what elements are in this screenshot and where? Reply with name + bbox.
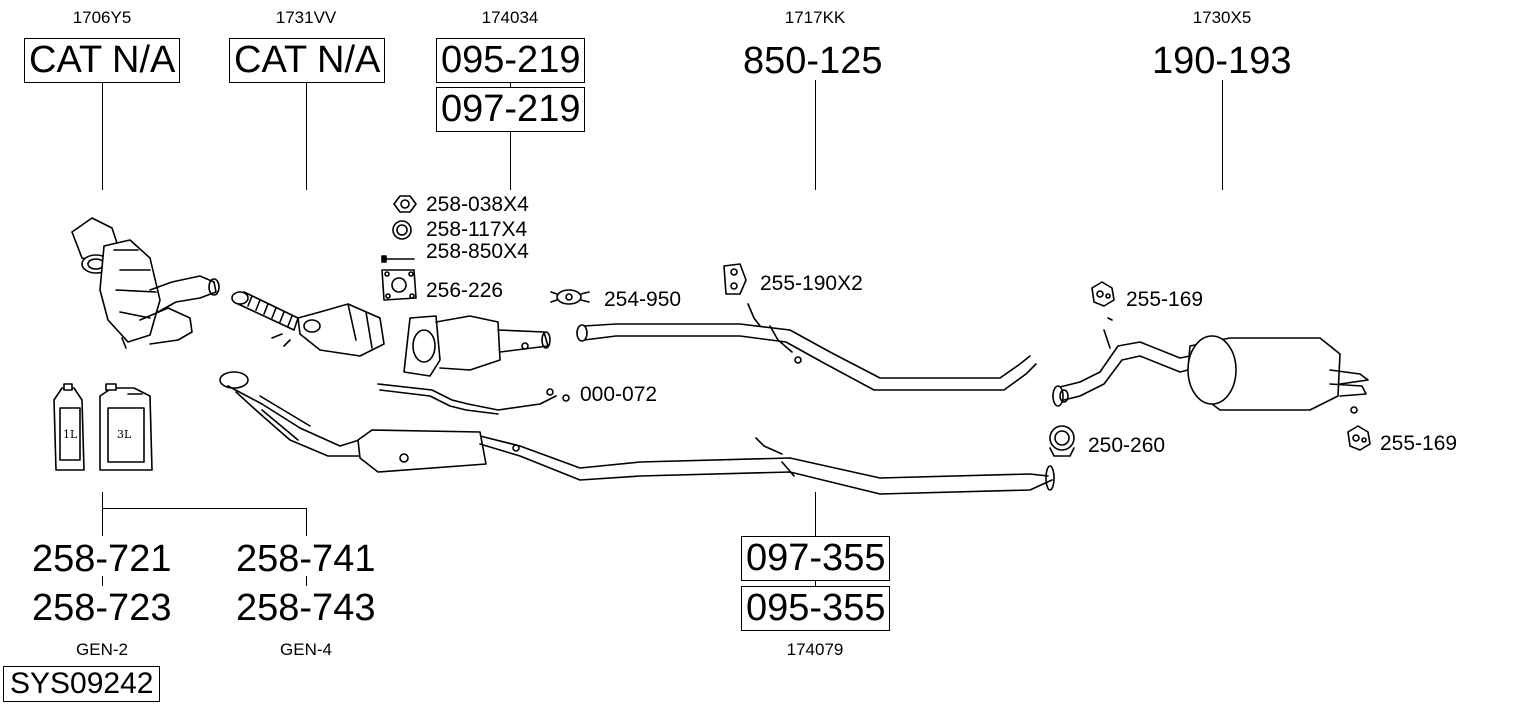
bottle-1l-label: 1L [63,428,78,441]
rubber-mount-icon-graphic [1091,281,1115,307]
downpipe-part [71,217,220,349]
system-code: SYS09242 [3,666,161,702]
leader-line [102,576,103,586]
bottle-1l-graphic [53,383,85,471]
leader-line [102,508,306,509]
leader-line [815,578,816,588]
fitting-label-sensor[interactable]: 000-072 [580,383,658,406]
rear-silencer-part [1052,317,1369,414]
leader-line [102,80,103,190]
part-number-dpf-b[interactable]: 097-219 [436,87,586,132]
leader-line [1222,80,1223,190]
fitting-label-washer[interactable]: 258-117X4 [426,218,528,241]
fitting-label-rubber-mount-2[interactable]: 255-169 [1380,432,1458,455]
front-pipe-part [219,371,1055,495]
fitting-label-hanger[interactable]: 255-190X2 [760,272,863,295]
clamp-icon-graphic [550,289,590,305]
oe-ref-catalyst: 1731VV [275,8,337,27]
band-clamp-icon-graphic [1049,425,1075,457]
leader-line [510,82,511,90]
bottle-3l-label: 3L [117,428,132,441]
leader-line [102,492,103,536]
part-number-additive-4b[interactable]: 258-743 [236,587,376,629]
part-number-front-a[interactable]: 097-355 [741,536,891,581]
part-number-downpipe[interactable]: CAT N/A [24,38,181,83]
rubber-mount-icon-graphic-2 [1347,425,1371,451]
fitting-label-gasket[interactable]: 256-226 [426,279,504,302]
oe-ref-centre: 1717KK [784,8,846,27]
fitting-label-band-clamp[interactable]: 250-260 [1088,434,1166,457]
bottle-3l-graphic [99,383,153,471]
leader-line [306,508,307,536]
part-number-additive-4a[interactable]: 258-741 [236,538,376,580]
gasket-icon-graphic [381,269,417,301]
oe-ref-front-pipe: 174079 [786,640,844,659]
part-number-additive-2a[interactable]: 258-721 [32,538,172,580]
nut-icon-graphic [393,195,417,213]
leader-line [815,492,816,536]
leader-line [306,80,307,190]
centre-pipe-part [576,303,1037,391]
fluid-gen4-label: GEN-4 [280,640,332,659]
oe-ref-downpipe: 1706Y5 [72,8,132,27]
fluid-gen2-label: GEN-2 [76,640,128,659]
bolt-icon-graphic [381,255,415,263]
fitting-label-nut[interactable]: 258-038X4 [426,193,529,216]
fitting-label-bolt[interactable]: 258-850X4 [426,240,529,263]
fitting-label-rubber-mount[interactable]: 255-169 [1126,288,1204,311]
hanger-icon-graphic [723,263,747,295]
part-number-additive-2b[interactable]: 258-723 [32,587,172,629]
catalyst-part [231,291,385,357]
part-number-centre[interactable]: 850-125 [743,40,883,82]
part-number-dpf-a[interactable]: 095-219 [436,38,586,83]
dpf-part [377,315,570,415]
washer-icon-graphic [392,220,412,240]
fitting-label-clamp[interactable]: 254-950 [604,288,682,311]
leader-line [306,576,307,586]
part-number-catalyst[interactable]: CAT N/A [229,38,386,83]
oe-ref-dpf: 174034 [481,8,539,27]
oe-ref-rear: 1730X5 [1192,8,1252,27]
part-number-front-b[interactable]: 095-355 [741,586,891,631]
leader-line [510,128,511,190]
leader-line [815,80,816,190]
part-number-rear[interactable]: 190-193 [1152,40,1292,82]
